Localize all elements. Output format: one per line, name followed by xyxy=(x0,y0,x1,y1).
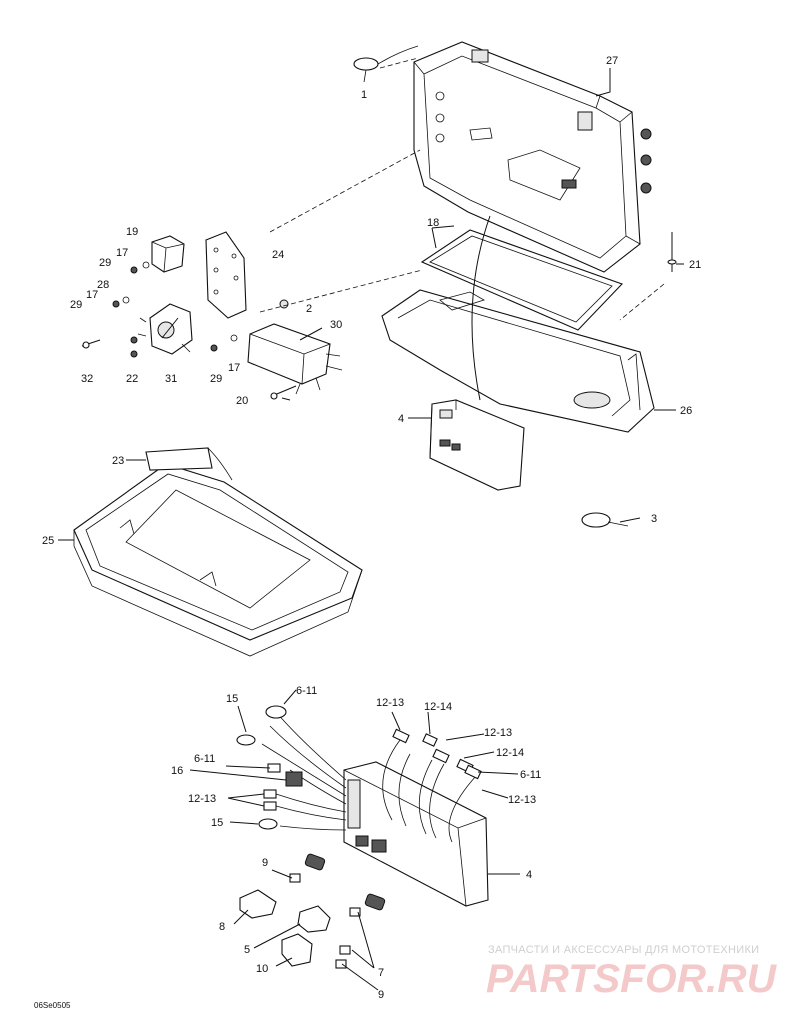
callout-31: 31 xyxy=(165,373,177,385)
callout-25: 25 xyxy=(42,535,54,547)
callout-12-13-c: 12-13 xyxy=(188,793,216,805)
callout-29-a: 29 xyxy=(99,257,111,269)
bracket-plate xyxy=(205,231,247,319)
callout-labels: 1 27 18 21 26 4 3 19 17 29 24 28 17 29 2… xyxy=(42,55,701,1001)
circuit-board-lower xyxy=(343,761,489,907)
callout-23: 23 xyxy=(112,455,124,467)
callout-15-a: 15 xyxy=(226,693,238,705)
callout-18: 18 xyxy=(427,217,439,229)
callout-4-lower: 4 xyxy=(526,869,532,881)
watermark: ЗАПЧАСТИ И АКСЕССУАРЫ ДЛЯ МОТОТЕХНИКИ PA… xyxy=(486,944,777,1001)
cable-tie-3 xyxy=(581,512,629,528)
callout-21: 21 xyxy=(689,259,701,271)
callout-4-upper: 4 xyxy=(398,413,404,425)
gasket-plate xyxy=(420,229,623,331)
hardware-set xyxy=(81,261,297,400)
electrical-box-housing xyxy=(413,41,652,273)
cable-tie-1 xyxy=(353,45,419,83)
callout-28: 28 xyxy=(97,279,109,291)
callout-12-13-b: 12-13 xyxy=(484,727,512,739)
watermark-tagline: ЗАПЧАСТИ И АКСЕССУАРЫ ДЛЯ МОТОТЕХНИКИ xyxy=(488,944,759,956)
watermark-brand: PARTSFOR.RU xyxy=(486,957,777,1001)
callout-27: 27 xyxy=(606,55,618,67)
callout-17-a: 17 xyxy=(116,247,128,259)
callout-9-b: 9 xyxy=(378,989,384,1001)
callout-22: 22 xyxy=(126,373,138,385)
callout-12-14-b: 12-14 xyxy=(496,747,524,759)
callout-20: 20 xyxy=(236,395,248,407)
wiring-harness-left xyxy=(236,705,347,831)
callout-15-b: 15 xyxy=(211,817,223,829)
solenoid-30 xyxy=(247,323,343,395)
callout-6-11-a: 6-11 xyxy=(296,685,317,697)
callout-17-b: 17 xyxy=(86,289,98,301)
callout-29-b: 29 xyxy=(70,299,82,311)
callout-8: 8 xyxy=(219,921,225,933)
storage-tray xyxy=(73,463,363,657)
leader-lines xyxy=(58,57,684,991)
solenoid-31 xyxy=(137,303,193,355)
callout-6-11-b: 6-11 xyxy=(194,753,215,765)
callout-9-a: 9 xyxy=(262,857,268,869)
callout-29-c: 29 xyxy=(210,373,222,385)
box-tray xyxy=(381,289,655,433)
callout-32: 32 xyxy=(81,373,93,385)
callout-7: 7 xyxy=(378,967,384,979)
relay-19 xyxy=(151,235,185,273)
callout-5: 5 xyxy=(244,944,250,956)
callout-3: 3 xyxy=(651,513,657,525)
callout-6-11-c: 6-11 xyxy=(520,769,541,781)
callout-19: 19 xyxy=(126,226,138,238)
callout-30: 30 xyxy=(330,319,342,331)
callout-12-14-a: 12-14 xyxy=(424,701,452,713)
callout-26: 26 xyxy=(680,405,692,417)
wiring-harness-right xyxy=(382,728,482,843)
pin-21 xyxy=(667,232,677,272)
strap-23 xyxy=(145,447,233,481)
callout-2: 2 xyxy=(306,303,312,315)
callout-10: 10 xyxy=(256,963,268,975)
callout-1: 1 xyxy=(361,89,367,101)
callout-24: 24 xyxy=(272,249,284,261)
callout-12-13-d: 12-13 xyxy=(508,794,536,806)
callout-12-13-a: 12-13 xyxy=(376,697,404,709)
circuit-board-upper xyxy=(429,399,525,491)
fuse-holders xyxy=(239,853,386,969)
drawing-code: 06Se0505 xyxy=(34,1001,71,1010)
callout-17-c: 17 xyxy=(228,362,240,374)
callout-16: 16 xyxy=(171,765,183,777)
